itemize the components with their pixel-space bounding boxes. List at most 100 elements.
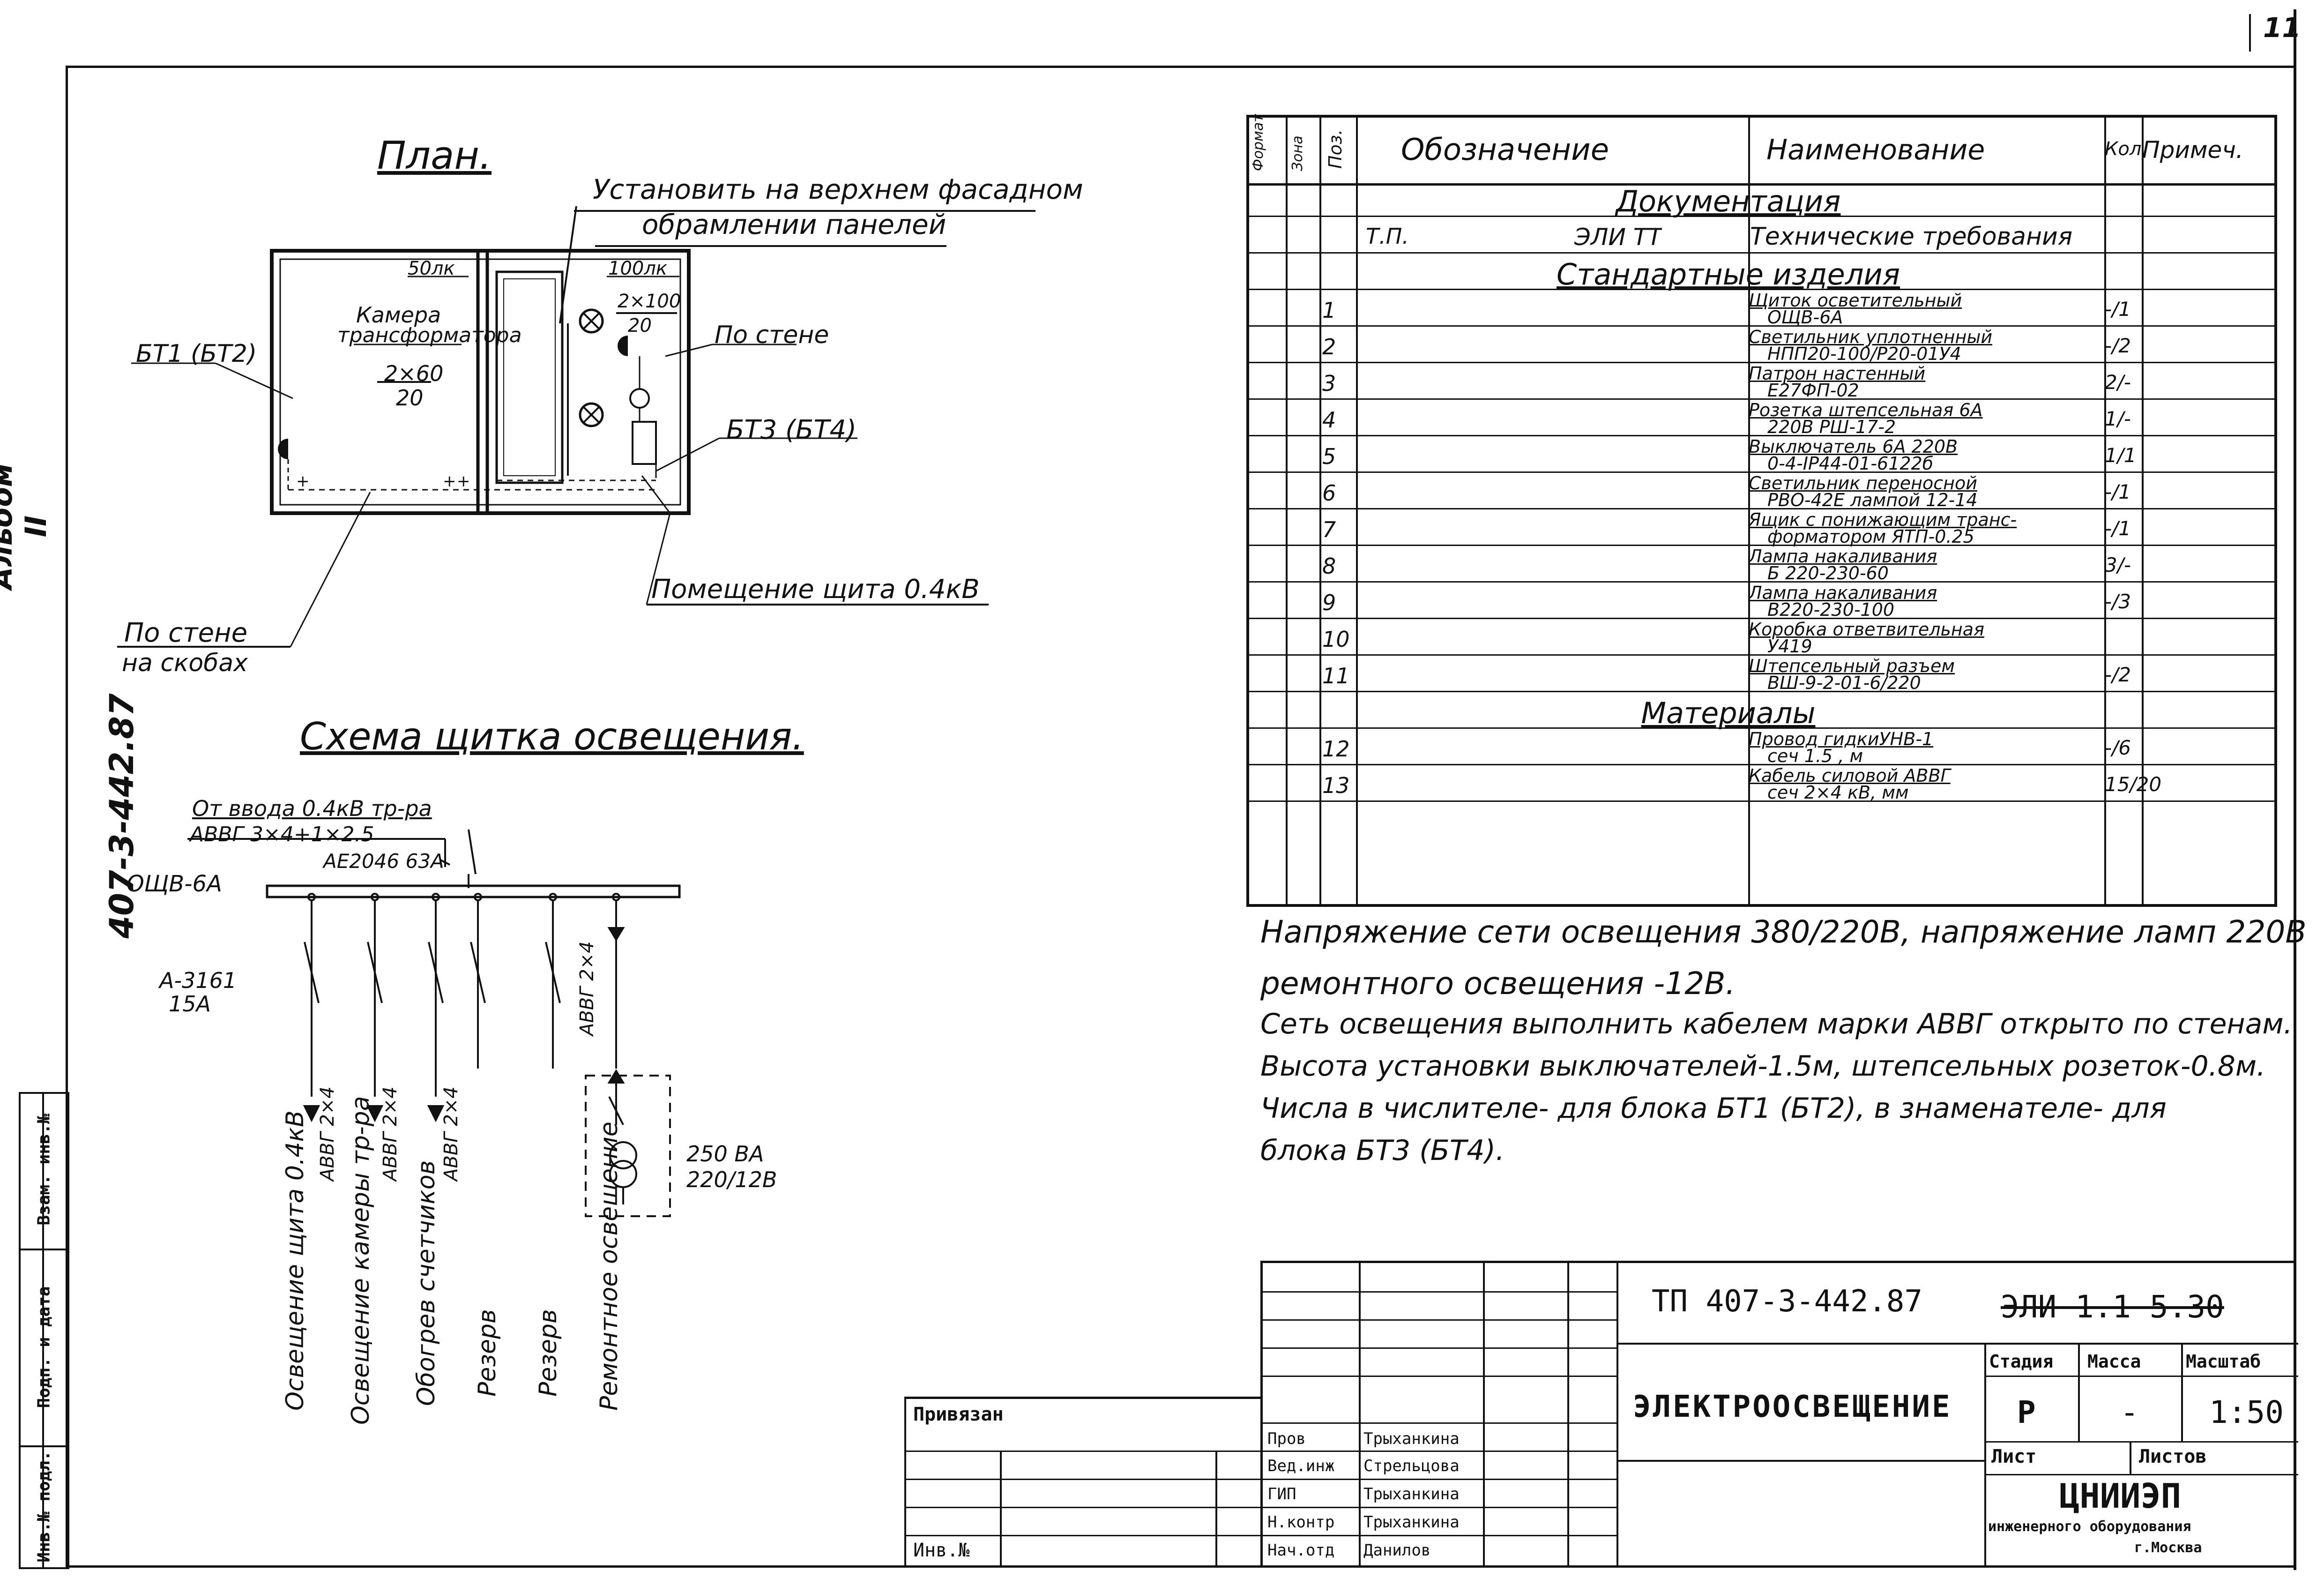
- transformer-1: 250 ВА: [686, 1141, 764, 1167]
- spec-section-title: Стандартные изделия: [1556, 257, 1900, 292]
- spec-name-line-2: 220В РШ-17-2: [1767, 417, 1896, 437]
- spec-name-line-1: Коробка ответвительная: [1749, 619, 1984, 640]
- spec-qty: -/3: [2105, 590, 2131, 613]
- spec-qty: -/6: [2105, 736, 2131, 759]
- feeder-1: Освещение щита 0.4кВ: [281, 1110, 309, 1411]
- frame-left: [66, 66, 68, 1565]
- scale-value: 1:50: [2209, 1394, 2284, 1430]
- label-wall2-1: По стене: [124, 618, 248, 648]
- spec-name-line-1: Кабель силовой АВВГ: [1749, 765, 1951, 786]
- spec-pos: 1: [1322, 298, 1336, 323]
- spec-section-row: Материалы: [1246, 692, 2277, 730]
- spec-qty: 15/20: [2105, 773, 2162, 796]
- spec-pos: 13: [1322, 773, 1350, 798]
- spec-name-line-1: Патрон настенный: [1749, 363, 1926, 384]
- switch-type-1: А-3161: [159, 968, 237, 993]
- scale-label: Масштаб: [2186, 1351, 2261, 1372]
- sheet-code: ЭЛИ 1.1 5.30: [2001, 1289, 2224, 1325]
- label-wall: По стене: [715, 321, 829, 349]
- spec-name-line-2: ОЩВ-6А: [1767, 307, 1843, 328]
- room1-frac-den: 20: [396, 385, 424, 411]
- spec-name-line-2: У419: [1767, 636, 1812, 657]
- org-city: г.Москва: [2134, 1540, 2202, 1556]
- plan-note-top-2: обрамлении панелей: [642, 209, 946, 240]
- frame-top: [66, 66, 2296, 68]
- cable-label-1: АВВГ 2×4: [317, 1086, 338, 1181]
- header-designation: Обозначение: [1401, 133, 1609, 167]
- room2-lux: 100лк: [608, 258, 668, 279]
- feeder-5: Резерв: [534, 1309, 562, 1397]
- header-pos: Поз.: [1325, 129, 1346, 169]
- header-name: Наименование: [1766, 134, 1985, 166]
- spec-section-title: Документация: [1616, 184, 1841, 218]
- feed-1: От ввода 0.4кВ тр-ра: [192, 796, 432, 821]
- spec-pos: 9: [1322, 590, 1336, 615]
- spec-name-line-1: Выключатель 6А 220В: [1749, 436, 1958, 457]
- feeder-3: Обогрев счетчиков: [412, 1160, 440, 1406]
- cable-label-2: АВВГ 2×4: [380, 1086, 401, 1181]
- left-stamp-column: Взам. инв.№ Подп. и дата Инв.№ подл.: [19, 1092, 69, 1569]
- spec-name-line-2: сеч 1.5 , м: [1767, 746, 1863, 766]
- spec-name-line-2: РВО-42Е лампой 12-14: [1767, 490, 1978, 510]
- spec-name-line-1: Провод гидкиУНВ-1: [1749, 729, 1934, 749]
- svg-text:+: +: [296, 472, 310, 491]
- spec-pos: 2: [1322, 334, 1336, 359]
- frame-right: [2294, 9, 2296, 1570]
- spec-section-row: Документация: [1246, 180, 2277, 218]
- feeder-4: Резерв: [473, 1309, 501, 1397]
- spec-qty: -/2: [2105, 663, 2131, 686]
- header-note: Примеч.: [2142, 136, 2243, 164]
- header-qty: Кол.: [2105, 138, 2148, 160]
- privyazan-block: Привязан Инв.№: [904, 1397, 1262, 1568]
- cable-label-main: АВВГ 2×4: [576, 941, 598, 1036]
- spec-name-line-2: НПП20-100/Р20-01У4: [1767, 344, 1961, 364]
- stamp-inv: Инв.№ подл.: [34, 1451, 54, 1563]
- label-wall2-2: на скобах: [122, 649, 248, 677]
- cable-label-3: АВВГ 2×4: [440, 1086, 462, 1181]
- spec-name-line-1: Светильник переносной: [1749, 473, 1977, 494]
- spec-qty: -/1: [2105, 298, 2131, 321]
- spec-qty: 1/-: [2105, 407, 2131, 430]
- spec-name-line-1: Лампа накаливания: [1749, 546, 1937, 567]
- spec-pos: 8: [1322, 553, 1336, 579]
- spec-name-line-2: сеч 2×4 кВ, мм: [1767, 782, 1909, 803]
- room2-frac-num: 2×100: [618, 291, 681, 312]
- sheet-label: Лист: [1991, 1446, 2037, 1467]
- spec-qty: -/1: [2105, 517, 2131, 540]
- role-1-name: Трыханкина: [1363, 1429, 1460, 1448]
- note-line: Напряжение сети освещения 380/220В, напр…: [1260, 914, 2307, 950]
- spec-pos: 6: [1322, 480, 1336, 506]
- spec-name-line-1: Щиток осветительный: [1749, 290, 1962, 311]
- feed-2: АВВГ 3×4+1×2.5: [190, 823, 374, 846]
- spec-pos: 11: [1322, 663, 1350, 688]
- doc-name: Технические требования: [1750, 223, 2073, 251]
- role-2-name: Стрельцова: [1363, 1457, 1460, 1475]
- spec-header: Формат Зона Поз. Обозначение Наименовани…: [1246, 114, 2277, 180]
- stage-label: Стадия: [1989, 1351, 2054, 1372]
- spec-name-line-2: Е27ФП-02: [1767, 380, 1859, 401]
- privyazan-label: Привязан: [913, 1404, 1004, 1425]
- spec-qty: -/1: [2105, 480, 2131, 503]
- frame-top-tick: [2249, 14, 2251, 52]
- svg-text:+: +: [443, 472, 456, 491]
- breaker: АЕ2046 63А: [323, 850, 444, 873]
- room1-frac-num: 2×60: [384, 361, 444, 386]
- role-3-name: Трыханкина: [1363, 1485, 1460, 1503]
- doc-designation-2: ЭЛИ ТТ: [1574, 224, 1662, 251]
- scheme-drawing: [187, 829, 681, 1217]
- label-bt3: БТ3 (БТ4): [726, 415, 857, 445]
- org-name: ЦНИИЭП: [2059, 1476, 2182, 1516]
- spec-qty: -/2: [2105, 334, 2131, 357]
- spec-pos: 4: [1322, 407, 1336, 433]
